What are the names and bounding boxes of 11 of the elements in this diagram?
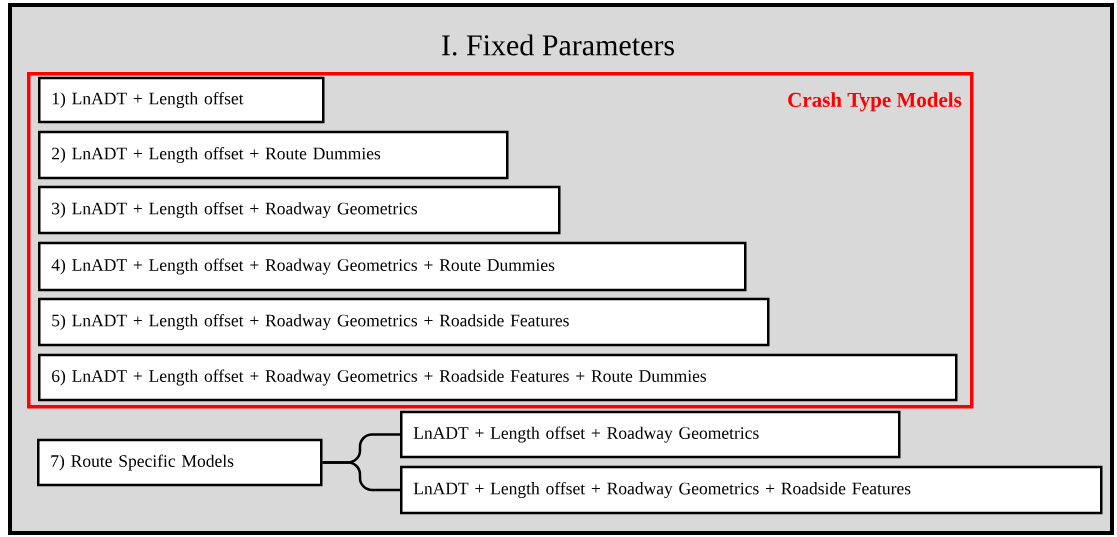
model-box: 3) LnADT + Length offset + Roadway Geometrics xyxy=(38,185,561,235)
model-box: LnADT + Length offset + Roadway Geometrics + Roadside Features xyxy=(400,465,1103,515)
model-box: 6) LnADT + Length offset + Roadway Geometrics + Roadside Features + Route Dummies xyxy=(38,353,958,402)
title: I. Fixed Parameters xyxy=(442,34,674,56)
model-box: 5) LnADT + Length offset + Roadway Geometrics + Roadside Features xyxy=(38,297,770,347)
model-box: 2) LnADT + Length offset + Route Dummies xyxy=(38,130,509,180)
model-box: 7) Route Specific Models xyxy=(37,438,323,487)
model-box: LnADT + Length offset + Roadway Geometrics xyxy=(400,410,901,459)
model-box: 1) LnADT + Length offset xyxy=(38,76,325,124)
model-box: 4) LnADT + Length offset + Roadway Geometrics + Route Dummies xyxy=(38,241,747,292)
bracket-connector xyxy=(322,461,400,492)
